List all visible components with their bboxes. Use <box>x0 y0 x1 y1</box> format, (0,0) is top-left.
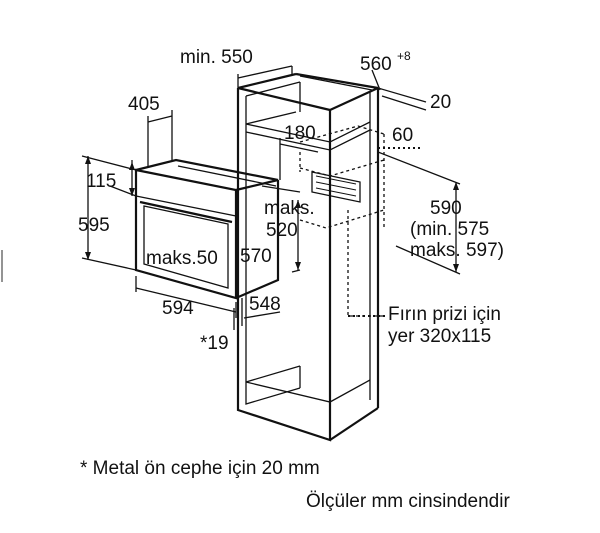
cabinet-bottom-right <box>329 407 379 441</box>
label-20: 20 <box>430 92 451 113</box>
oven-top <box>135 158 279 192</box>
oven-panel-line <box>135 195 237 217</box>
ext-595-bottom <box>81 257 137 271</box>
dimension-lines <box>81 65 461 330</box>
ext-590-top <box>377 151 461 185</box>
oven-handle <box>139 200 233 224</box>
oven-door-frame <box>143 205 229 289</box>
oven-top-rail <box>177 165 277 187</box>
lower-shelf <box>245 379 371 403</box>
cabinet-top-back-edge <box>295 72 379 90</box>
label-594: 594 <box>162 298 194 319</box>
dim-20-b <box>381 95 427 111</box>
label-19: *19 <box>200 333 229 354</box>
dim-570-tick <box>291 269 301 273</box>
cabinet-top-left-edge <box>237 72 297 90</box>
ext-590-bottom <box>395 245 461 275</box>
arrow-595-top <box>85 156 91 164</box>
label-min-550: min. 550 <box>180 47 253 68</box>
arrow-570-top <box>295 200 301 208</box>
ext-560 <box>371 69 381 91</box>
oven-front <box>134 168 238 300</box>
label-maks50: maks.50 <box>146 248 218 269</box>
label-590-min: (min. 575 <box>410 219 489 240</box>
label-590: 590 <box>430 198 462 219</box>
arrow-570-bottom <box>295 262 301 270</box>
hidden-mid <box>299 159 385 177</box>
label-115: 115 <box>86 171 116 192</box>
cabinet-top-right-edge <box>329 87 379 111</box>
arrow-590-bottom <box>453 264 459 272</box>
vent-block <box>311 171 361 203</box>
arrow-590-top <box>453 182 459 190</box>
arrow-115-top <box>129 162 135 170</box>
upper-shelf-back <box>245 111 297 125</box>
cabinet <box>236 72 420 442</box>
dim-548 <box>243 311 281 319</box>
cabinet-inner-top <box>245 81 301 97</box>
dim-560 <box>299 75 373 91</box>
dim-550 <box>237 65 293 79</box>
label-405: 405 <box>128 94 160 115</box>
hidden-lower <box>299 209 385 229</box>
label-560: 560 <box>360 54 392 75</box>
label-maks: maks. <box>264 198 315 219</box>
label-590-max: maks. 597) <box>410 240 504 261</box>
dim-20-a <box>377 87 427 103</box>
oven-side <box>235 180 280 300</box>
dim-405 <box>147 115 173 123</box>
socket-note-line2: yer 320x115 <box>388 326 491 347</box>
arrow-595-bottom <box>85 252 91 260</box>
dim-180 <box>279 143 319 153</box>
vent-hatch-2 <box>315 181 357 191</box>
label-180: 180 <box>284 123 316 144</box>
label-548: 548 <box>249 294 281 315</box>
dim-594 <box>135 287 237 313</box>
ext-595-top <box>81 155 137 171</box>
label-560-tolerance: +8 <box>397 49 411 63</box>
dim-520 <box>261 185 301 193</box>
arrow-115-bottom <box>129 188 135 196</box>
units-note: Ölçüler mm cinsindendir <box>306 491 510 512</box>
arrowheads <box>85 156 459 272</box>
label-570: 570 <box>240 246 272 267</box>
lower-shelf-back <box>245 365 301 383</box>
metal-front-note: * Metal ön cephe için 20 mm <box>80 458 320 479</box>
cabinet-front-top <box>237 86 331 112</box>
label-595: 595 <box>78 215 110 236</box>
vent-hatch-1 <box>315 175 357 185</box>
hidden-top <box>299 125 385 143</box>
cabinet-inner-side <box>245 96 301 405</box>
socket-note-line1: Fırın prizi için <box>388 304 501 325</box>
upper-shelf-lower <box>245 129 371 151</box>
upper-shelf <box>245 121 371 143</box>
vent-hatch-3 <box>315 187 357 197</box>
label-60: 60 <box>392 125 413 146</box>
oven <box>134 158 280 300</box>
cabinet-front-left <box>236 88 332 442</box>
label-520: 520 <box>266 220 298 241</box>
